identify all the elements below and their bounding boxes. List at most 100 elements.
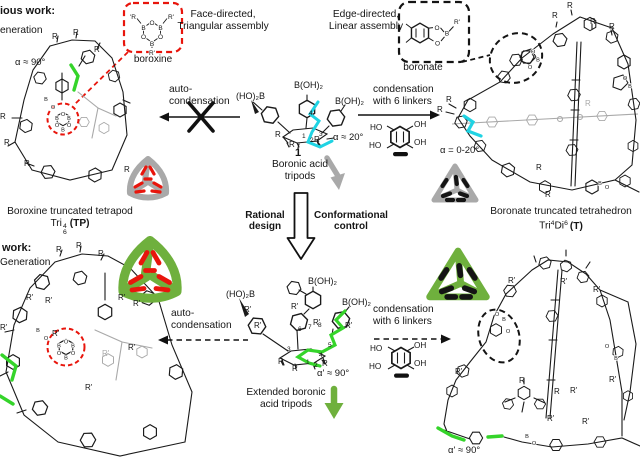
atom-b: B: [502, 317, 506, 323]
rational-line1: Rational: [245, 210, 285, 221]
atom-b: B: [64, 356, 68, 362]
arrow-condensation-top: [358, 110, 440, 120]
r-prime-label: R': [593, 285, 601, 294]
edge-directed-line1: Edge-directed,: [332, 9, 400, 20]
rational-line2: design: [248, 221, 282, 232]
r-label: R: [292, 364, 298, 373]
ho-label: HO: [369, 141, 382, 150]
formula-sup: 6: [564, 220, 568, 227]
previous-work-heading: ious work:: [0, 5, 56, 17]
r-label: R: [94, 45, 100, 54]
atom-rq: 'R: [130, 14, 136, 21]
linker-top-structure: [386, 125, 414, 157]
atom-b: B: [67, 116, 71, 122]
face-directed-label: Face-directed, Triangular assembly: [155, 9, 291, 33]
atom-o: O: [57, 351, 62, 357]
cond-line2: with 6 linkers: [373, 316, 432, 327]
formula-t: (T): [569, 220, 583, 232]
r-label: R: [275, 130, 281, 139]
position-number: 1: [306, 359, 310, 366]
generation-heading-2: Generation: [0, 257, 51, 268]
r-prime-label: R': [582, 417, 590, 426]
r-label: R: [552, 11, 558, 20]
auto-line1: auto-: [169, 84, 193, 95]
r-label: R: [590, 17, 596, 26]
atom-o: O: [64, 340, 69, 346]
atom-b: B: [150, 41, 154, 48]
r-prime-label: R': [609, 375, 617, 384]
generation-heading: eneration: [0, 25, 43, 36]
boronic-group-label: B(OH)₂: [335, 96, 364, 106]
r-prime-label: R': [244, 305, 252, 314]
r-label-gray: R: [585, 99, 591, 108]
atom-o: O: [141, 34, 146, 41]
position-number: 2: [314, 362, 318, 369]
tetrapod-caption-line1: Boroxine truncated tetrapod: [7, 206, 133, 217]
formula-tri: Tri: [50, 218, 62, 229]
atom-o: O: [44, 336, 49, 342]
atom-o: O: [495, 312, 500, 318]
oh-label: OH: [414, 138, 427, 147]
r-label: R: [554, 387, 560, 396]
boroxine-ring-drawing: [136, 18, 168, 48]
atom-o: O: [158, 34, 163, 41]
highlighted-path-tripod2: [294, 309, 347, 368]
edge-directed-label: Edge-directed, Linear assembly: [302, 9, 430, 33]
formula-di: Di: [554, 220, 565, 232]
r-label: R: [76, 241, 82, 250]
r-prime-label-gray: R': [102, 349, 110, 358]
r-label: R: [124, 165, 130, 174]
r-prime-label: R': [45, 296, 53, 305]
boronic-acid-tripod-structure: [251, 94, 348, 149]
tetrahedron-caption: Boronate truncated tetrahedron Tri4Di6(T…: [480, 206, 640, 233]
boronate-ellipse-tr: [488, 32, 544, 84]
atom-o: O: [149, 20, 154, 27]
atom-b: B: [628, 84, 632, 90]
auto-condensation-top-label: auto- condensation: [169, 84, 230, 108]
auto-line2: condensation: [169, 96, 230, 107]
this-work-heading: work:: [2, 242, 32, 254]
formula-sup: 4: [62, 223, 67, 230]
atom-b: B: [598, 181, 602, 187]
arrow-auto-condensation-bottom: [158, 335, 248, 345]
r-label: R: [52, 32, 58, 41]
boronate-cage-structure-2: [443, 249, 640, 451]
formula-tri: Tri: [539, 220, 551, 232]
atom-o: O: [531, 50, 536, 56]
arrow-condensation-bottom: [374, 334, 451, 344]
atom-o: O: [605, 344, 610, 350]
atom-b: B: [57, 344, 61, 350]
boroxine-cage-structure-2: [0, 245, 193, 457]
boronate-ester-drawing: [405, 22, 454, 44]
boronic-group-label: (HO)₂B: [236, 91, 265, 101]
position-number: 3: [319, 131, 323, 138]
alpha-angle-label: α ≈ 90°: [15, 57, 46, 68]
atom-b: B: [36, 328, 40, 334]
boronate-callout-line: [461, 54, 491, 63]
formula-sub: 6: [62, 229, 67, 237]
r-label: R: [322, 359, 328, 368]
position-number: 4: [319, 352, 323, 359]
r-label: R: [536, 163, 542, 172]
r-prime-label: R': [85, 383, 93, 392]
extended-tripod-structure: [239, 278, 352, 370]
boronate-dashed-box: [397, 0, 471, 64]
atom-b: B: [71, 344, 75, 350]
linker-bottom-structure: [387, 346, 415, 378]
tetrapod-glyph-gray-icon: [130, 159, 166, 198]
atom-o: O: [532, 441, 537, 447]
atom-b: B: [141, 25, 145, 32]
atom-rp: R': [454, 19, 460, 26]
oh-label: OH: [414, 341, 427, 350]
tripod1-caption-line2: tripods: [284, 171, 316, 182]
condensation-top-label: condensation with 6 linkers: [373, 84, 434, 108]
auto-line2: condensation: [171, 320, 232, 331]
r-label: R: [98, 249, 104, 258]
atom-b: B: [536, 58, 540, 64]
atom-labels: 'R B O B R' O O B R' O O B R' O B B O O …: [35, 13, 633, 448]
r-label: R: [519, 376, 525, 385]
arrow-green-down: [324, 385, 344, 419]
